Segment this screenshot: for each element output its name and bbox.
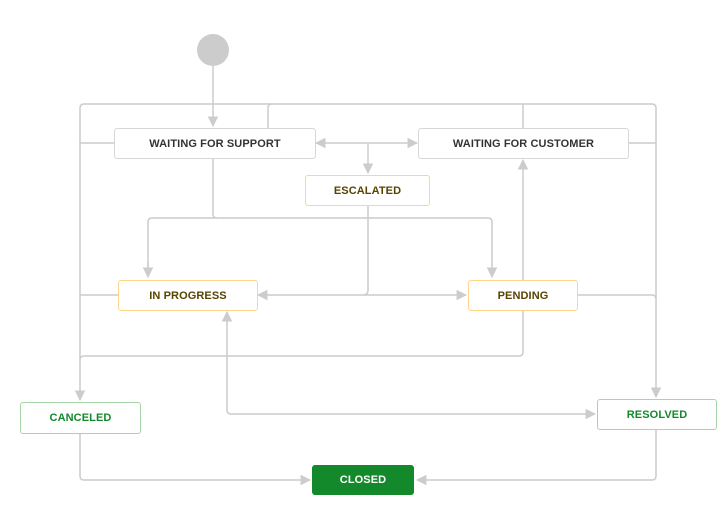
transition-support-down	[212, 159, 218, 219]
status-label: WAITING FOR SUPPORT	[149, 137, 281, 150]
status-label: IN PROGRESS	[149, 289, 227, 302]
transition-split-to-inprogress	[147, 217, 498, 279]
status-waiting-for-customer[interactable]: WAITING FOR CUSTOMER	[418, 128, 629, 159]
status-label: WAITING FOR CUSTOMER	[452, 137, 595, 150]
status-label: ESCALATED	[333, 184, 402, 197]
transition-pending-resolved	[578, 294, 657, 300]
start-node	[197, 34, 229, 66]
transition-resolved-closed	[415, 430, 657, 486]
transition-outer-frame-left	[79, 103, 662, 399]
status-label: PENDING	[497, 289, 549, 302]
transition-top-connector	[267, 103, 273, 128]
status-resolved[interactable]: RESOLVED	[597, 399, 717, 430]
status-canceled[interactable]: CANCELED	[20, 402, 141, 434]
status-waiting-for-support[interactable]: WAITING FOR SUPPORT	[114, 128, 316, 159]
transition-escalated-down	[362, 206, 369, 296]
status-label: CANCELED	[49, 412, 112, 424]
status-label: CLOSED	[339, 474, 387, 486]
transition-inprogress-resolved	[221, 310, 597, 420]
transition-canceled-closed	[79, 434, 312, 486]
status-closed[interactable]: CLOSED	[312, 465, 414, 495]
status-escalated[interactable]: ESCALATED	[305, 175, 430, 206]
transition-pending-canceled	[79, 311, 524, 361]
status-in-progress[interactable]: IN PROGRESS	[118, 280, 258, 311]
status-pending[interactable]: PENDING	[468, 280, 578, 311]
status-label: RESOLVED	[626, 408, 688, 421]
